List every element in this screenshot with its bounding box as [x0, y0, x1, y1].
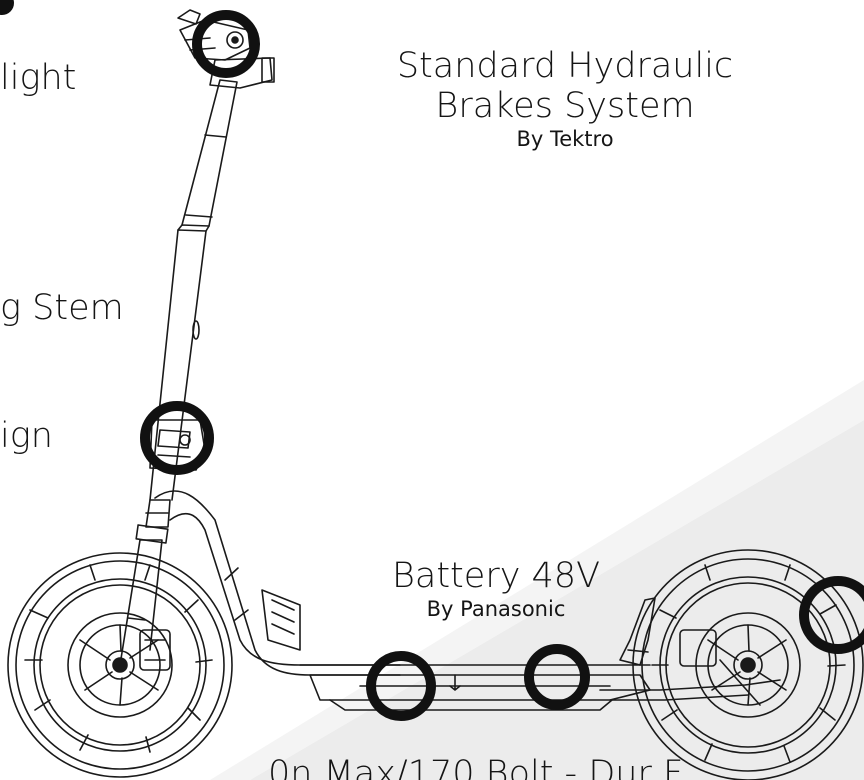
highlight-ring-rear-wheel: [799, 576, 864, 654]
highlight-ring-battery-right: [524, 644, 590, 710]
deck: [299, 664, 651, 711]
highlight-ring-handlebar: [192, 10, 260, 78]
steering-stem: [149, 79, 238, 501]
bottom-spec-label: 0n Max/170 Bolt - Dur F: [268, 754, 684, 780]
front-wheel: [7, 552, 233, 778]
rear-brake-disc: [679, 612, 801, 718]
battery-subtitle: By Panasonic: [426, 597, 566, 621]
design-label: ign: [0, 416, 53, 456]
rear-wheel: [632, 549, 864, 780]
highlight-ring-hinge: [140, 401, 214, 475]
deck-neck: [154, 490, 401, 676]
highlight-ring-battery-left: [366, 651, 436, 721]
brakes-label-group: Standard Hydraulic Brakes System By Tekt…: [380, 46, 750, 152]
brakes-title-line1: Standard Hydraulic: [396, 46, 734, 86]
battery-label-group: Battery 48V By Panasonic: [380, 556, 612, 622]
brakes-title-line2: Brakes System: [435, 86, 695, 126]
rear-arm: [599, 659, 781, 706]
brakes-subtitle: By Tektro: [516, 127, 614, 151]
fork: [119, 499, 171, 666]
headlight-label: light: [0, 58, 77, 98]
battery-title: Battery 48V: [391, 556, 601, 596]
front-brake-disc: [67, 612, 173, 718]
corner-dot: [0, 0, 14, 15]
folding-stem-label: g Stem: [0, 288, 124, 328]
